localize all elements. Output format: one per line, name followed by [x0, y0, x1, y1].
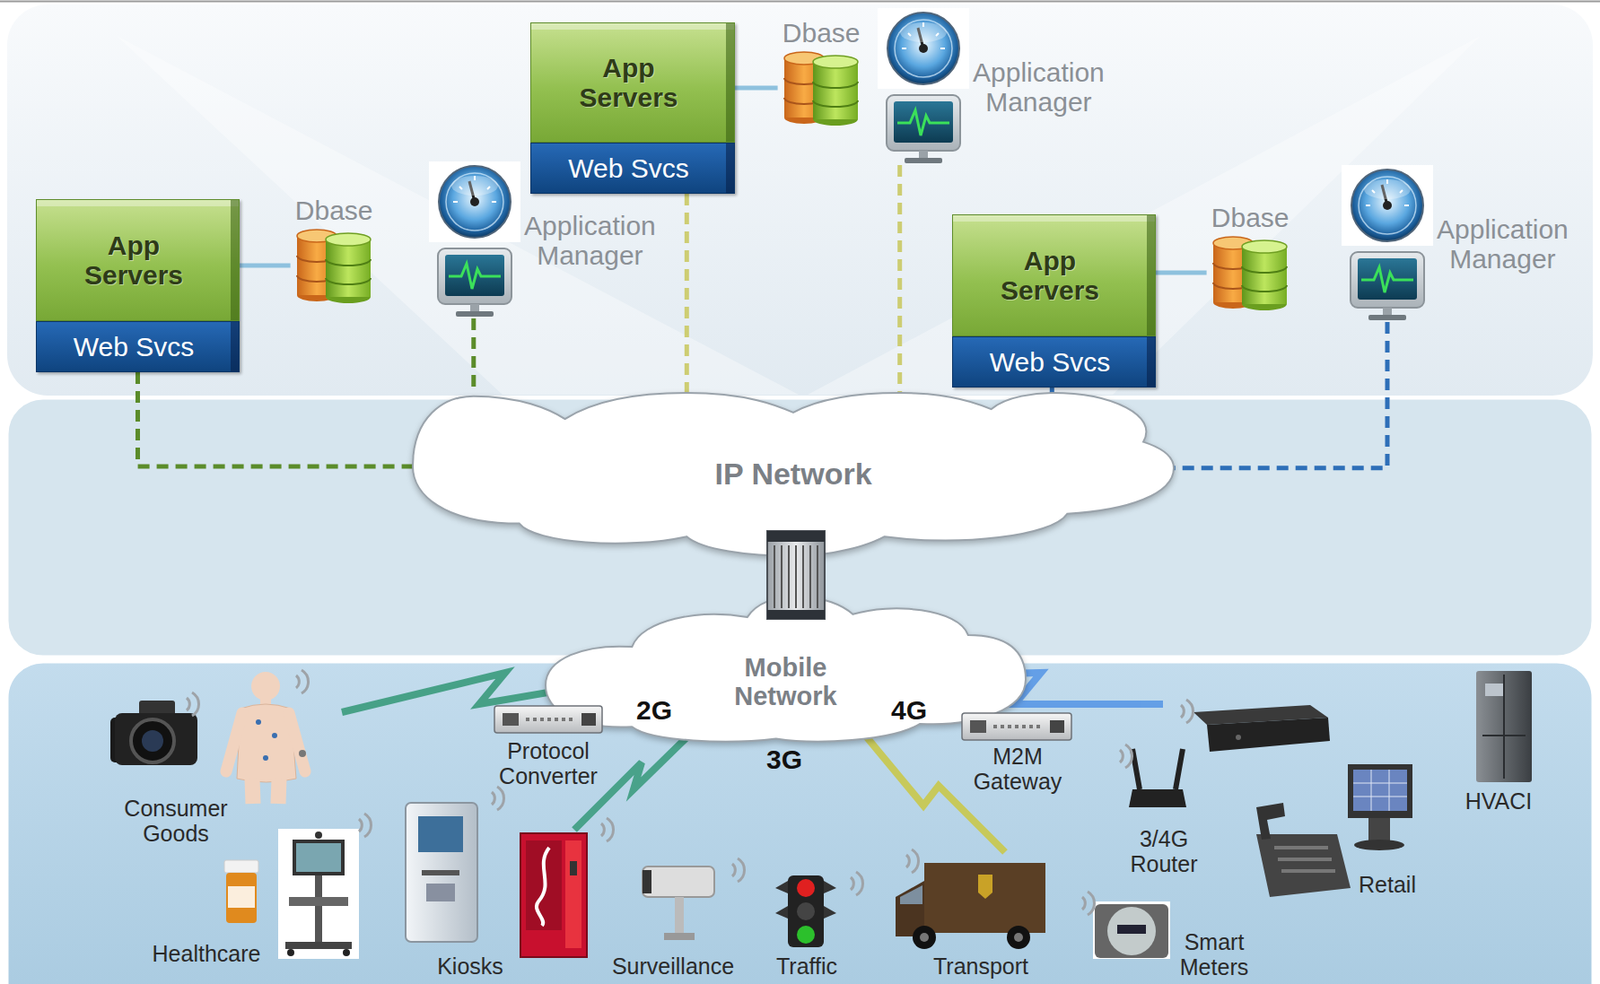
- database-icon: [295, 227, 373, 305]
- telemedicine-cart: [278, 829, 359, 960]
- device-label: Smart Meters: [1180, 929, 1249, 980]
- node-label: App Servers: [578, 52, 678, 113]
- node-label: Web Svcs: [989, 347, 1111, 377]
- connector: [1155, 271, 1207, 276]
- connector: [897, 165, 902, 394]
- database: Dbase: [1206, 202, 1294, 312]
- service-bar: Web Svcs: [952, 336, 1156, 388]
- m2m-gateway-box: [961, 713, 1072, 741]
- light-ray: [807, 35, 1481, 395]
- server-box: App Servers: [35, 199, 240, 322]
- smart-meter: [1092, 901, 1171, 960]
- label-column: Application Manager: [972, 57, 1105, 117]
- application-band: [7, 4, 1593, 396]
- node-label: Dbase: [782, 17, 861, 48]
- server-box: App Servers: [530, 22, 735, 143]
- pill-bottle: [224, 860, 259, 924]
- app-manager: Application Manager: [1341, 165, 1573, 323]
- network-generation: 4G: [891, 695, 927, 726]
- node-label: Web Svcs: [568, 153, 690, 184]
- label-column: Application Manager: [1436, 214, 1569, 274]
- camera-icon: [110, 700, 198, 766]
- device-label: M2M Gateway: [973, 743, 1063, 795]
- network-generation: 3G: [766, 744, 803, 776]
- database-icon: [782, 49, 860, 127]
- cellular-router: [1128, 749, 1187, 808]
- node-label: Application Manager: [972, 57, 1105, 117]
- device-label: Kiosks: [437, 953, 504, 980]
- node-label: App Servers: [1000, 245, 1100, 306]
- connector: [239, 263, 291, 269]
- server-box: App Servers: [952, 214, 1156, 337]
- connector: [138, 372, 414, 467]
- device-label: Surveillance: [612, 953, 735, 980]
- set-top-box: [1193, 705, 1330, 752]
- database: Dbase: [778, 17, 866, 127]
- database-icon: [1211, 234, 1289, 312]
- device-label: 3/4G Router: [1129, 826, 1198, 877]
- app-manager-icon: [428, 161, 521, 319]
- node-label: Dbase: [1211, 202, 1290, 233]
- hvac-cabinet: [1476, 671, 1532, 783]
- device-label: Transport: [933, 953, 1029, 980]
- device-label: HVACI: [1465, 788, 1533, 814]
- connector: [734, 86, 779, 91]
- node-label: Application Manager: [1436, 214, 1569, 274]
- connector: [684, 193, 690, 394]
- node-label: App Servers: [84, 230, 184, 290]
- node-label: Web Svcs: [73, 332, 195, 362]
- device-label: Retail: [1358, 872, 1417, 898]
- protocol-converter-box: [494, 706, 603, 734]
- connector: [1173, 322, 1388, 469]
- app-manager-icon: [877, 8, 970, 166]
- device-label: Traffic: [776, 953, 838, 980]
- kiosk-icon: [405, 803, 478, 943]
- traffic-light: [775, 875, 837, 948]
- body-sensor-figure: [226, 672, 307, 805]
- surveillance-camera: [642, 866, 715, 941]
- app-manager: Application Manager: [877, 8, 1109, 166]
- device-label: Consumer Goods: [123, 795, 228, 847]
- service-bar: Web Svcs: [35, 321, 240, 373]
- label-column: Application Manager: [524, 210, 656, 271]
- device-label: Healthcare: [152, 941, 262, 967]
- vending-machine: [520, 833, 587, 958]
- delivery-truck: [895, 863, 1046, 950]
- connector: [471, 318, 476, 394]
- network-generation: 2G: [636, 695, 673, 726]
- node-label: Application Manager: [524, 210, 656, 271]
- device-label: Protocol Converter: [498, 738, 598, 789]
- app-manager-icon: [1341, 165, 1434, 323]
- core-router: [767, 531, 825, 620]
- database: Dbase: [290, 195, 378, 305]
- node-label: Dbase: [295, 195, 374, 226]
- node-label: IP Network: [714, 457, 872, 491]
- service-bar: Web Svcs: [530, 142, 735, 194]
- top-rule: [0, 0, 1600, 3]
- node-label: Mobile Network: [734, 654, 837, 712]
